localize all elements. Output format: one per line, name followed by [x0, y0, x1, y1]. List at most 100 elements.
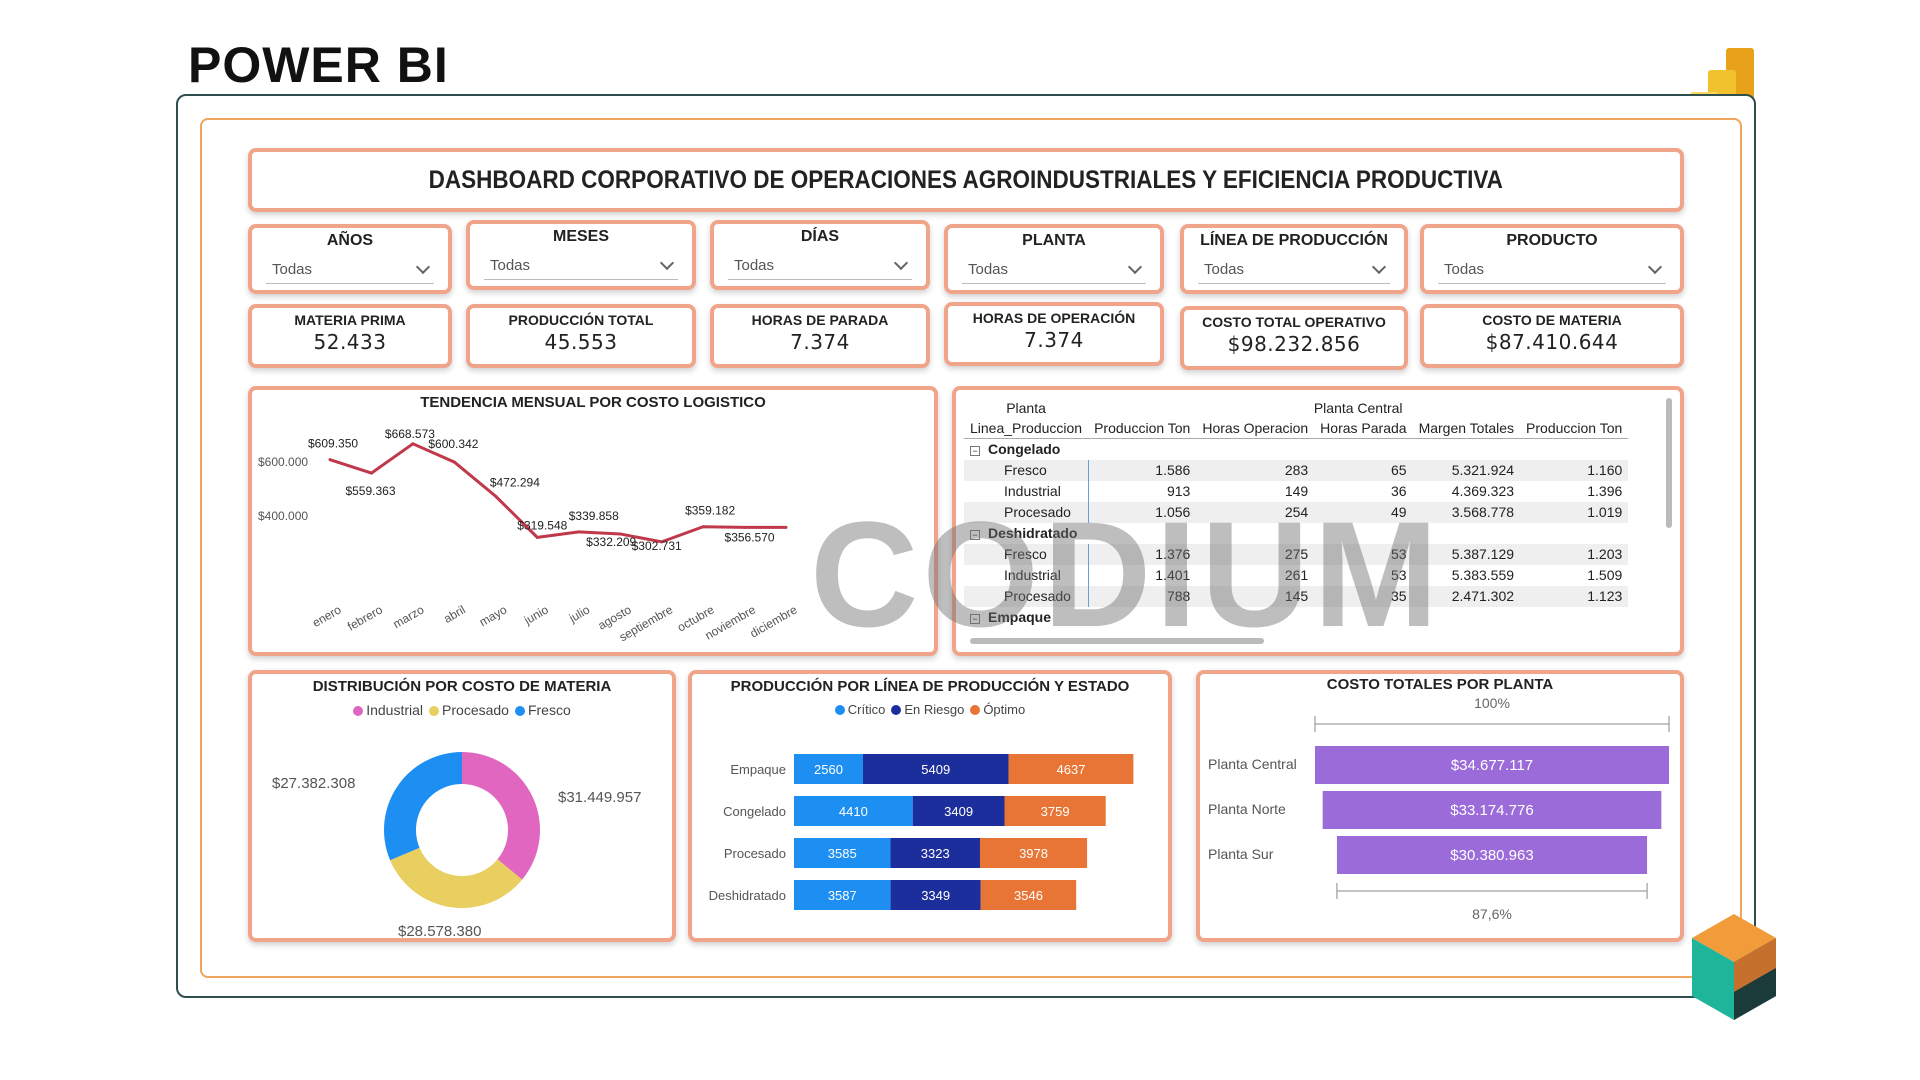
slicer-dropdown[interactable]: Todas: [484, 252, 678, 280]
funnel-bar[interactable]: [1315, 746, 1669, 784]
slicer-planta[interactable]: PLANTA Todas: [944, 224, 1164, 294]
bar-value-label: 3587: [828, 888, 857, 903]
matrix-horizontal-scrollbar[interactable]: [970, 638, 1264, 644]
line-point[interactable]: [784, 525, 788, 529]
bar-segment[interactable]: [862, 754, 1009, 784]
line-point[interactable]: [577, 530, 581, 534]
bar-segment[interactable]: [794, 880, 891, 910]
line-series[interactable]: [329, 442, 786, 544]
funnel-value-label: $34.677.117: [1451, 757, 1533, 774]
line-point[interactable]: [411, 442, 415, 446]
x-tick-label: julio: [566, 602, 593, 625]
line-chart-title: TENDENCIA MENSUAL POR COSTO LOGISTICO: [420, 394, 766, 411]
legend-dot-icon: [891, 705, 902, 715]
bar-segment[interactable]: [794, 838, 891, 868]
chevron-down-icon: [1127, 259, 1143, 274]
bar-segment[interactable]: [912, 796, 1005, 826]
funnel-bar[interactable]: [1336, 836, 1648, 874]
legend-item[interactable]: En Riesgo: [891, 702, 964, 717]
funnel-bar[interactable]: [1322, 791, 1662, 829]
bar-segment[interactable]: [890, 838, 980, 868]
line-point[interactable]: [369, 471, 373, 475]
bar-segment[interactable]: [794, 796, 913, 826]
collapse-icon[interactable]: −: [970, 446, 980, 457]
cost-by-plant-card[interactable]: COSTO TOTALES POR PLANTA 100%Planta Cent…: [1196, 670, 1684, 942]
bar-segment[interactable]: [1008, 754, 1134, 784]
stacked-bar-chart-card[interactable]: PRODUCCIÓN POR LÍNEA DE PRODUCCIÓN Y EST…: [688, 670, 1172, 942]
donut-chart[interactable]: $31.449.957$28.578.380$27.382.308: [252, 674, 672, 938]
matrix-cell: 53: [1390, 567, 1407, 583]
slicer-linea-produccion[interactable]: LÍNEA DE PRODUCCIÓN Todas: [1180, 224, 1408, 294]
kpi-value: 7.374: [1024, 328, 1084, 352]
slicer-dropdown[interactable]: Todas: [266, 256, 434, 284]
matrix-group-label[interactable]: −Congelado: [964, 439, 1628, 460]
bar-value-label: 5409: [921, 762, 950, 777]
slicer-meses[interactable]: MESES Todas: [466, 220, 696, 290]
matrix-column-header[interactable]: Produccion Ton: [1526, 420, 1623, 436]
matrix-vertical-scrollbar[interactable]: [1666, 398, 1672, 528]
slicer-producto[interactable]: PRODUCTO Todas: [1420, 224, 1684, 294]
matrix-group-row[interactable]: −Congelado: [964, 439, 1628, 460]
data-label: $302.731: [632, 539, 682, 553]
bar-segment[interactable]: [1004, 796, 1106, 826]
legend-item[interactable]: Industrial: [353, 702, 423, 718]
slicer-dropdown[interactable]: Todas: [1198, 256, 1390, 284]
legend-item[interactable]: Procesado: [429, 702, 509, 718]
bar-segment[interactable]: [979, 838, 1088, 868]
line-point[interactable]: [743, 525, 747, 529]
matrix-header-row: Linea_Produccion Produccion Ton Horas Oper…: [964, 418, 1629, 439]
line-point[interactable]: [535, 535, 539, 539]
collapse-icon[interactable]: −: [970, 614, 980, 624]
matrix-row-label: Industrial: [1004, 567, 1061, 583]
line-point[interactable]: [660, 540, 664, 544]
bar-segment[interactable]: [794, 754, 863, 784]
matrix-group-label[interactable]: −Deshidratado: [964, 523, 1628, 544]
line-chart-card[interactable]: TENDENCIA MENSUAL POR COSTO LOGISTICO $6…: [248, 386, 938, 656]
slicer-dropdown[interactable]: Todas: [962, 256, 1146, 284]
brand-title: POWER BI: [188, 37, 449, 93]
line-point[interactable]: [328, 458, 332, 462]
slicer-dias[interactable]: DÍAS Todas: [710, 220, 930, 290]
slicer-dropdown[interactable]: Todas: [728, 252, 912, 280]
matrix-column-header[interactable]: Margen Totales: [1418, 420, 1515, 436]
slicer-anios[interactable]: AÑOS Todas: [248, 224, 452, 294]
chevron-down-icon: [893, 255, 909, 270]
line-point[interactable]: [452, 460, 456, 464]
line-point[interactable]: [701, 525, 705, 529]
legend-item[interactable]: Crítico: [834, 702, 885, 717]
legend-item[interactable]: Óptimo: [970, 702, 1025, 717]
matrix-column-header[interactable]: Linea_Produccion: [970, 420, 1083, 436]
collapse-icon[interactable]: −: [970, 530, 980, 540]
matrix-group-row[interactable]: −Deshidratado: [964, 523, 1628, 544]
kpi-value: 7.374: [790, 330, 850, 354]
category-label: Congelado: [723, 804, 786, 819]
donut-chart-card[interactable]: DISTRIBUCIÓN POR COSTO DE MATERIA Indust…: [248, 670, 676, 942]
bar-segment[interactable]: [890, 880, 981, 910]
matrix-group-row[interactable]: −Empaque: [964, 607, 1628, 628]
donut-slice[interactable]: [462, 752, 540, 880]
slicer-dropdown[interactable]: Todas: [1438, 256, 1666, 284]
matrix-column-header[interactable]: Horas Operacion: [1202, 420, 1309, 436]
donut-slice[interactable]: [390, 847, 523, 908]
stacked-bar-title: PRODUCCIÓN POR LÍNEA DE PRODUCCIÓN Y EST…: [730, 678, 1130, 695]
donut-slice[interactable]: [384, 752, 462, 861]
legend-item[interactable]: Fresco: [514, 702, 571, 718]
matrix-cell: 1.376: [1087, 543, 1197, 565]
line-point[interactable]: [618, 532, 622, 536]
bar-segment[interactable]: [980, 880, 1077, 910]
matrix-group-label[interactable]: −Empaque: [964, 607, 1628, 628]
matrix-column-header[interactable]: Horas Parada: [1320, 420, 1407, 436]
matrix-column-header[interactable]: Produccion Ton: [1094, 420, 1191, 436]
line-chart[interactable]: $600.000$400.000$609.350$559.363$668.573…: [252, 390, 934, 652]
line-point[interactable]: [494, 494, 498, 498]
